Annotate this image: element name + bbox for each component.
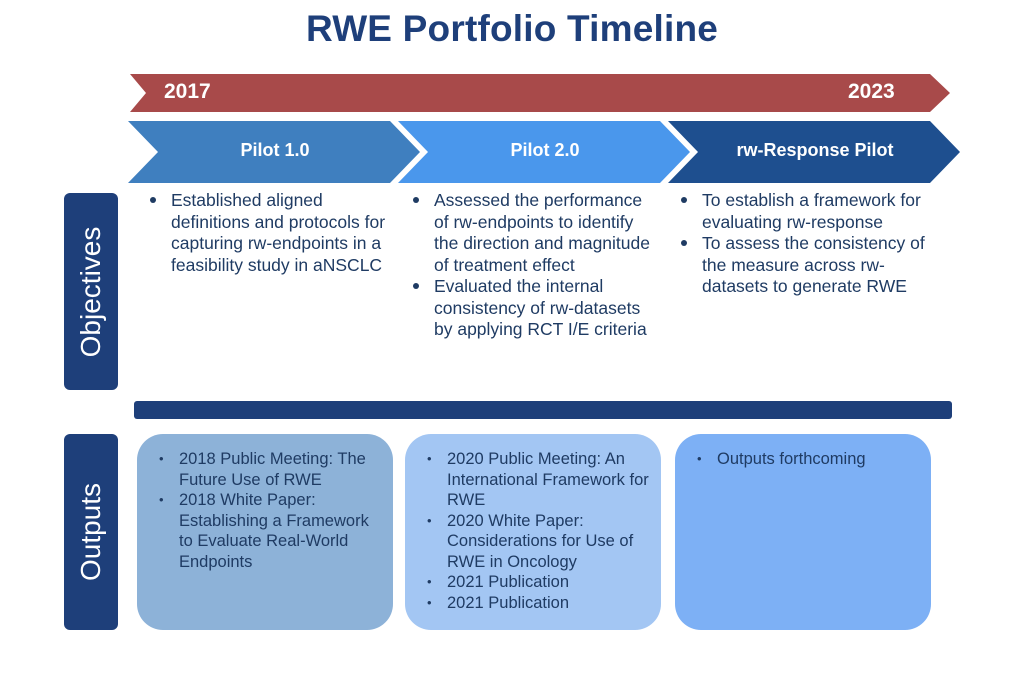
timeline-start-year: 2017 <box>164 80 211 103</box>
objectives-row-label: Objectives <box>64 193 118 390</box>
phase-chevron-pilot-1 <box>128 121 420 183</box>
objective-item: Established aligned definitions and prot… <box>145 190 397 276</box>
objective-item: To establish a framework for evaluating … <box>676 190 928 233</box>
phase-label-pilot-1: Pilot 1.0 <box>240 140 310 160</box>
timeline-end-year: 2023 <box>848 80 895 103</box>
phase-chevron-pilot-2 <box>398 121 690 183</box>
output-item: Outputs forthcoming <box>693 449 919 470</box>
objective-item: Evaluated the internal consistency of rw… <box>408 276 660 341</box>
phase-label-pilot-2: Pilot 2.0 <box>510 140 580 160</box>
objectives-label-text: Objectives <box>75 226 106 357</box>
outputs-label-text: Outputs <box>75 482 106 582</box>
objective-item: To assess the consistency of the measure… <box>676 233 928 298</box>
outputs-pilot-1: 2018 Public Meeting: The Future Use of R… <box>137 434 393 630</box>
output-item: 2021 Publication <box>423 593 649 614</box>
outputs-row-label: Outputs <box>64 434 118 630</box>
phase-label-rw-response: rw-Response Pilot <box>736 140 894 160</box>
output-item: 2020 White Paper: Considerations for Use… <box>423 511 649 573</box>
output-item: 2021 Publication <box>423 572 649 593</box>
page-title: RWE Portfolio Timeline <box>305 8 719 49</box>
output-item: 2020 Public Meeting: An International Fr… <box>423 449 649 511</box>
timeline-arrow-shape <box>130 74 950 112</box>
timeline-arrow <box>130 74 950 112</box>
output-item: 2018 White Paper: Establishing a Framewo… <box>155 490 381 572</box>
output-item: 2018 Public Meeting: The Future Use of R… <box>155 449 381 490</box>
phase-chevrons <box>128 121 960 183</box>
objective-item: Assessed the performance of rw-endpoints… <box>408 190 660 276</box>
objectives-pilot-1: Established aligned definitions and prot… <box>145 190 397 276</box>
objectives-pilot-2: Assessed the performance of rw-endpoints… <box>408 190 660 341</box>
phase-chevron-rw-response <box>668 121 960 183</box>
objectives-rw-response: To establish a framework for evaluating … <box>676 190 928 298</box>
section-divider <box>134 401 952 419</box>
outputs-pilot-2: 2020 Public Meeting: An International Fr… <box>405 434 661 630</box>
outputs-rw-response: Outputs forthcoming <box>675 434 931 630</box>
